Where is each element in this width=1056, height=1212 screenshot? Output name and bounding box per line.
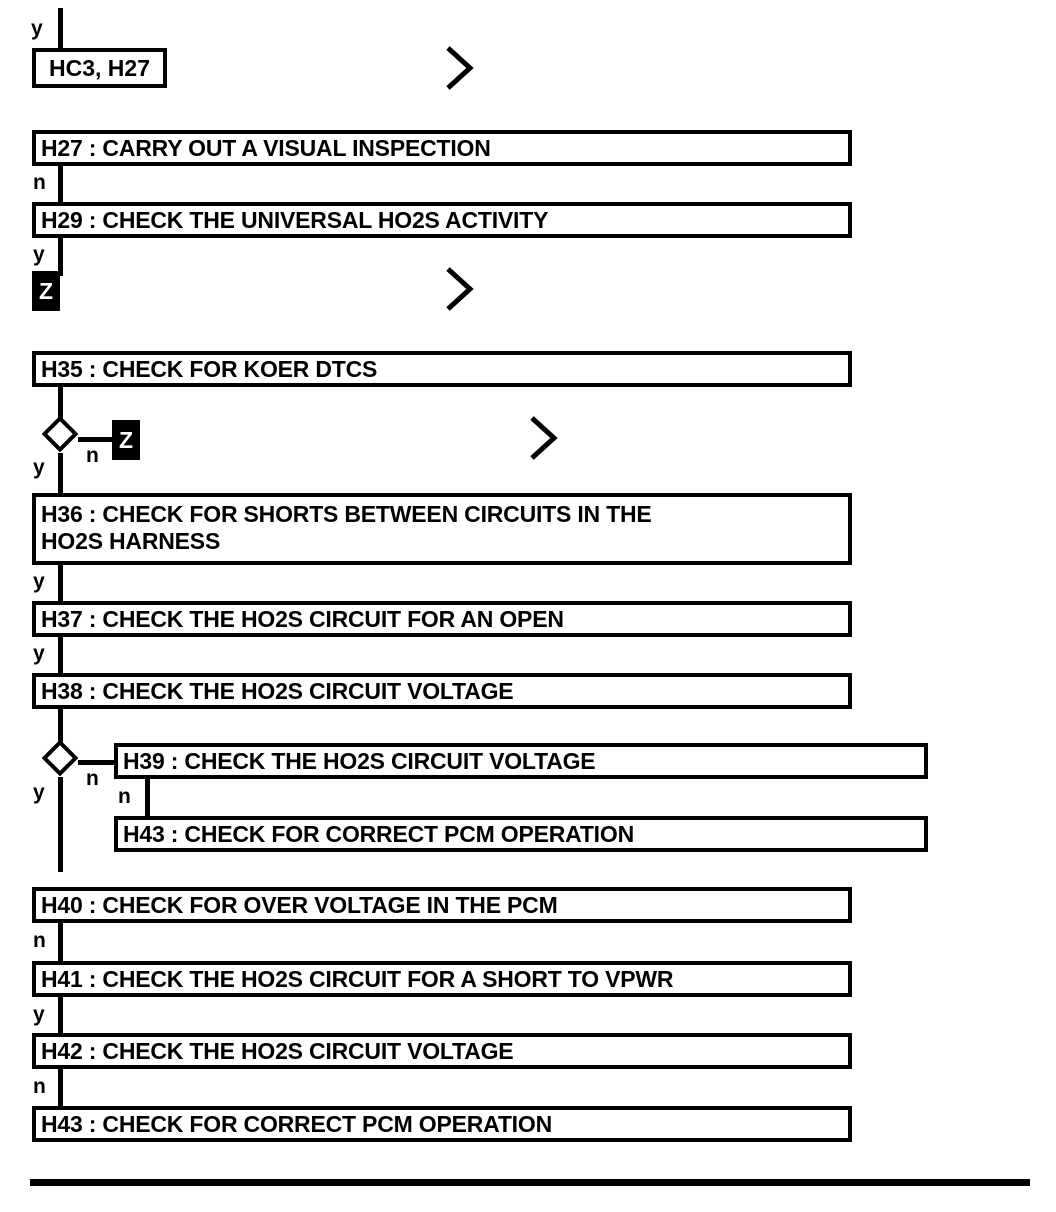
branch-label-h37-yes: y bbox=[33, 642, 45, 665]
connector-decision1-no bbox=[78, 437, 116, 442]
chevron-right-icon-1 bbox=[444, 44, 478, 92]
step-label-h41: H41 : CHECK THE HO2S CIRCUIT FOR A SHORT… bbox=[41, 965, 674, 992]
step-box-h40[interactable]: H40 : CHECK FOR OVER VOLTAGE IN THE PCM bbox=[32, 887, 852, 923]
branch-label-h29-yes: y bbox=[33, 243, 45, 266]
branch-label-h41-yes: y bbox=[33, 1003, 45, 1026]
chevron-right-icon-2 bbox=[444, 265, 478, 313]
z-glyph-1: Z bbox=[38, 277, 54, 304]
connector-h39-to-h43a bbox=[145, 779, 150, 817]
branch-label-decision1-yes: y bbox=[33, 456, 45, 479]
step-label-h43-final: H43 : CHECK FOR CORRECT PCM OPERATION bbox=[41, 1110, 552, 1137]
branch-label-decision2-yes: y bbox=[33, 781, 45, 804]
step-box-h27[interactable]: H27 : CARRY OUT A VISUAL INSPECTION bbox=[32, 130, 852, 166]
branch-label-decision1-no: n bbox=[86, 444, 99, 467]
branch-label-h36-yes: y bbox=[33, 570, 45, 593]
step-label-h43-branch: H43 : CHECK FOR CORRECT PCM OPERATION bbox=[123, 820, 634, 847]
branch-label-h40-no: n bbox=[33, 929, 46, 952]
branch-label-h39-no: n bbox=[118, 785, 131, 808]
decision-diamond-2[interactable] bbox=[41, 739, 79, 777]
branch-label-decision2-no: n bbox=[86, 767, 99, 790]
step-label-h29: H29 : CHECK THE UNIVERSAL HO2S ACTIVITY bbox=[41, 206, 549, 233]
step-box-h38[interactable]: H38 : CHECK THE HO2S CIRCUIT VOLTAGE bbox=[32, 673, 852, 709]
step-label-h39: H39 : CHECK THE HO2S CIRCUIT VOLTAGE bbox=[123, 747, 596, 774]
step-box-h37[interactable]: H37 : CHECK THE HO2S CIRCUIT FOR AN OPEN bbox=[32, 601, 852, 637]
connector-h40-to-h41 bbox=[58, 923, 63, 961]
connector-entry-to-tag bbox=[58, 8, 63, 50]
terminator-z-box-1[interactable]: Z bbox=[32, 271, 60, 311]
branch-label-h42-no: n bbox=[33, 1075, 46, 1098]
entry-tag-label: HC3, H27 bbox=[49, 55, 150, 81]
connector-h27-to-h29 bbox=[58, 166, 63, 202]
connector-decision2-yes bbox=[58, 777, 63, 872]
step-label-h38: H38 : CHECK THE HO2S CIRCUIT VOLTAGE bbox=[41, 677, 514, 704]
step-label-h37: H37 : CHECK THE HO2S CIRCUIT FOR AN OPEN bbox=[41, 605, 564, 632]
entry-tag-box[interactable]: HC3, H27 bbox=[32, 48, 167, 88]
connector-h36-to-h37 bbox=[58, 565, 63, 601]
connector-h35-to-decision1 bbox=[58, 387, 63, 422]
connector-decision2-no bbox=[78, 760, 118, 765]
decision-diamond-1[interactable] bbox=[41, 415, 79, 453]
step-label-h35: H35 : CHECK FOR KOER DTCS bbox=[41, 355, 378, 382]
step-box-h36[interactable]: H36 : CHECK FOR SHORTS BETWEEN CIRCUITS … bbox=[32, 493, 852, 565]
step-box-h39[interactable]: H39 : CHECK THE HO2S CIRCUIT VOLTAGE bbox=[114, 743, 928, 779]
step-box-h35[interactable]: H35 : CHECK FOR KOER DTCS bbox=[32, 351, 852, 387]
chevron-right-icon-3 bbox=[528, 414, 562, 462]
branch-label-entry-yes: y bbox=[31, 17, 43, 40]
connector-decision1-yes bbox=[58, 453, 63, 493]
z-glyph-2: Z bbox=[118, 426, 134, 453]
step-box-h43-branch[interactable]: H43 : CHECK FOR CORRECT PCM OPERATION bbox=[114, 816, 928, 852]
terminator-z-box-2[interactable]: Z bbox=[112, 420, 140, 460]
branch-label-h27-no: n bbox=[33, 171, 46, 194]
step-box-h29[interactable]: H29 : CHECK THE UNIVERSAL HO2S ACTIVITY bbox=[32, 202, 852, 238]
bottom-divider bbox=[30, 1179, 1030, 1186]
connector-h37-to-h38 bbox=[58, 637, 63, 673]
step-label-h42: H42 : CHECK THE HO2S CIRCUIT VOLTAGE bbox=[41, 1037, 514, 1064]
connector-h38-to-decision2 bbox=[58, 709, 63, 746]
step-box-h42[interactable]: H42 : CHECK THE HO2S CIRCUIT VOLTAGE bbox=[32, 1033, 852, 1069]
step-label-h40: H40 : CHECK FOR OVER VOLTAGE IN THE PCM bbox=[41, 891, 558, 918]
step-label-h27: H27 : CARRY OUT A VISUAL INSPECTION bbox=[41, 134, 491, 161]
connector-h42-to-h43 bbox=[58, 1069, 63, 1107]
connector-h29-to-z1 bbox=[58, 238, 63, 276]
step-label-h36: H36 : CHECK FOR SHORTS BETWEEN CIRCUITS … bbox=[41, 501, 652, 554]
step-box-h41[interactable]: H41 : CHECK THE HO2S CIRCUIT FOR A SHORT… bbox=[32, 961, 852, 997]
step-box-h43-final[interactable]: H43 : CHECK FOR CORRECT PCM OPERATION bbox=[32, 1106, 852, 1142]
connector-h41-to-h42 bbox=[58, 997, 63, 1034]
